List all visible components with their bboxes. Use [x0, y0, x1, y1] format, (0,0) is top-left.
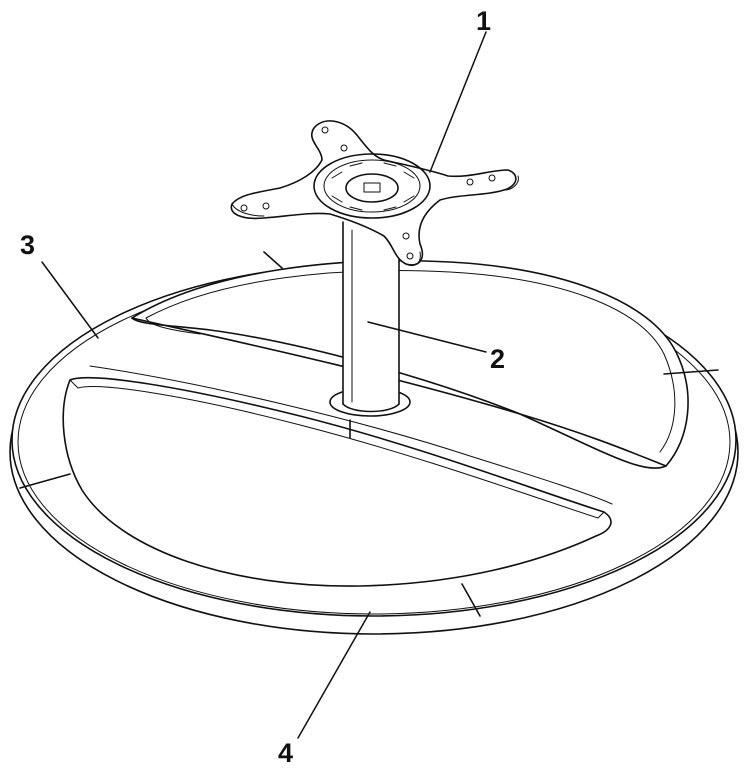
column [329, 221, 411, 417]
crossbar-top-edge [131, 317, 667, 467]
lower-opening-inner-wall [77, 386, 599, 519]
leader-4 [297, 611, 371, 739]
callout-1: 1 [476, 6, 491, 36]
plate-hole [262, 202, 270, 210]
lower-opening-step [69, 379, 605, 519]
plate-hole [240, 204, 248, 212]
leader-1 [429, 31, 487, 173]
plate-hole [406, 252, 414, 260]
column-body-fill [343, 222, 399, 404]
upper-opening-inner-wall [145, 270, 676, 453]
joint-bottom [461, 583, 481, 617]
leader-lines [41, 31, 487, 739]
lower-opening [62, 376, 612, 587]
joint-top [263, 251, 283, 269]
plate-hole [402, 232, 410, 240]
plate-hole [321, 126, 329, 134]
callout-2: 2 [490, 344, 505, 374]
plate-hole [340, 144, 348, 152]
plate-hub-square [363, 182, 381, 193]
plate-ring-inner [323, 159, 421, 213]
joint-right [663, 369, 719, 375]
plate-hub [345, 173, 399, 203]
crossbar-front-edge [89, 365, 613, 505]
column-base-curve [342, 403, 400, 413]
callout-3: 3 [20, 230, 35, 260]
mounting-plate [230, 120, 519, 266]
ring-base [9, 251, 739, 635]
joint-left [19, 473, 71, 489]
leader-2 [367, 321, 487, 353]
callout-4: 4 [278, 738, 293, 768]
plate-hole [488, 174, 496, 182]
plate-slots [331, 162, 415, 211]
plate-ring-outer [313, 153, 431, 219]
leader-3 [41, 261, 99, 339]
callouts: 1 2 3 4 [20, 6, 505, 768]
plate-thickness [231, 175, 519, 266]
upper-opening-floor [145, 317, 201, 335]
plate-hole [466, 178, 474, 186]
